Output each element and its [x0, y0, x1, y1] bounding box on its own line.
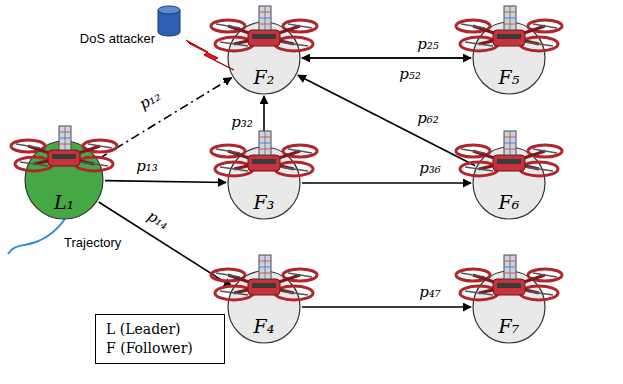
follower-circle: F₆ [472, 146, 546, 220]
edge-label: p₅₂ [399, 66, 421, 83]
drone-icon [11, 126, 117, 171]
lightning-bolt [186, 40, 234, 70]
edge-label: p₄₇ [419, 284, 441, 301]
drone-icon [456, 255, 562, 300]
attacker-label: DoS attacker [80, 32, 155, 47]
legend-text: L (Leader) [106, 320, 181, 339]
legend-row: F (Follower) [106, 339, 214, 358]
node-label: L₁ [54, 192, 74, 213]
node-label: F₂ [254, 67, 275, 88]
node-label: F₇ [499, 316, 520, 337]
drone-icon [456, 6, 562, 51]
trajectory-label: Trajectory [64, 236, 121, 251]
legend-text: F (Follower) [106, 339, 193, 358]
leader-circle: L₁ [24, 140, 104, 220]
database-icon [158, 6, 180, 36]
drone-icon [456, 131, 562, 176]
follower-circle: F₅ [472, 21, 546, 95]
legend-box: L (Leader)F (Follower) [95, 314, 225, 364]
drone-icon [211, 131, 317, 176]
drone-icon [211, 6, 317, 51]
edge-label: p₃₆ [419, 160, 441, 177]
node-label: F₄ [254, 316, 275, 337]
link-arrow [302, 182, 471, 184]
follower-circle: F₂ [227, 21, 301, 95]
link-arrow [302, 57, 471, 59]
link-arrow [99, 78, 232, 159]
link-arrow [263, 96, 265, 145]
link-arrow [298, 75, 475, 165]
edge-label: p₃₂ [231, 114, 253, 131]
follower-circle: F₇ [472, 270, 546, 344]
follower-circle: F₄ [227, 270, 301, 344]
edge-label: p₁₄ [145, 207, 172, 232]
edge-label: p₆₂ [417, 110, 439, 127]
edge-label: p₁₂ [137, 87, 164, 112]
edge-label: p₂₅ [417, 36, 439, 53]
node-label: F₅ [499, 67, 520, 88]
drone-icon [211, 255, 317, 300]
follower-circle: F₃ [227, 146, 301, 220]
node-label: F₃ [254, 192, 275, 213]
link-arrow [302, 306, 471, 308]
link-arrow [302, 57, 471, 59]
legend-row: L (Leader) [106, 320, 214, 339]
link-arrow [105, 181, 226, 183]
edge-label: p₁₃ [136, 158, 158, 175]
node-label: F₆ [499, 192, 520, 213]
